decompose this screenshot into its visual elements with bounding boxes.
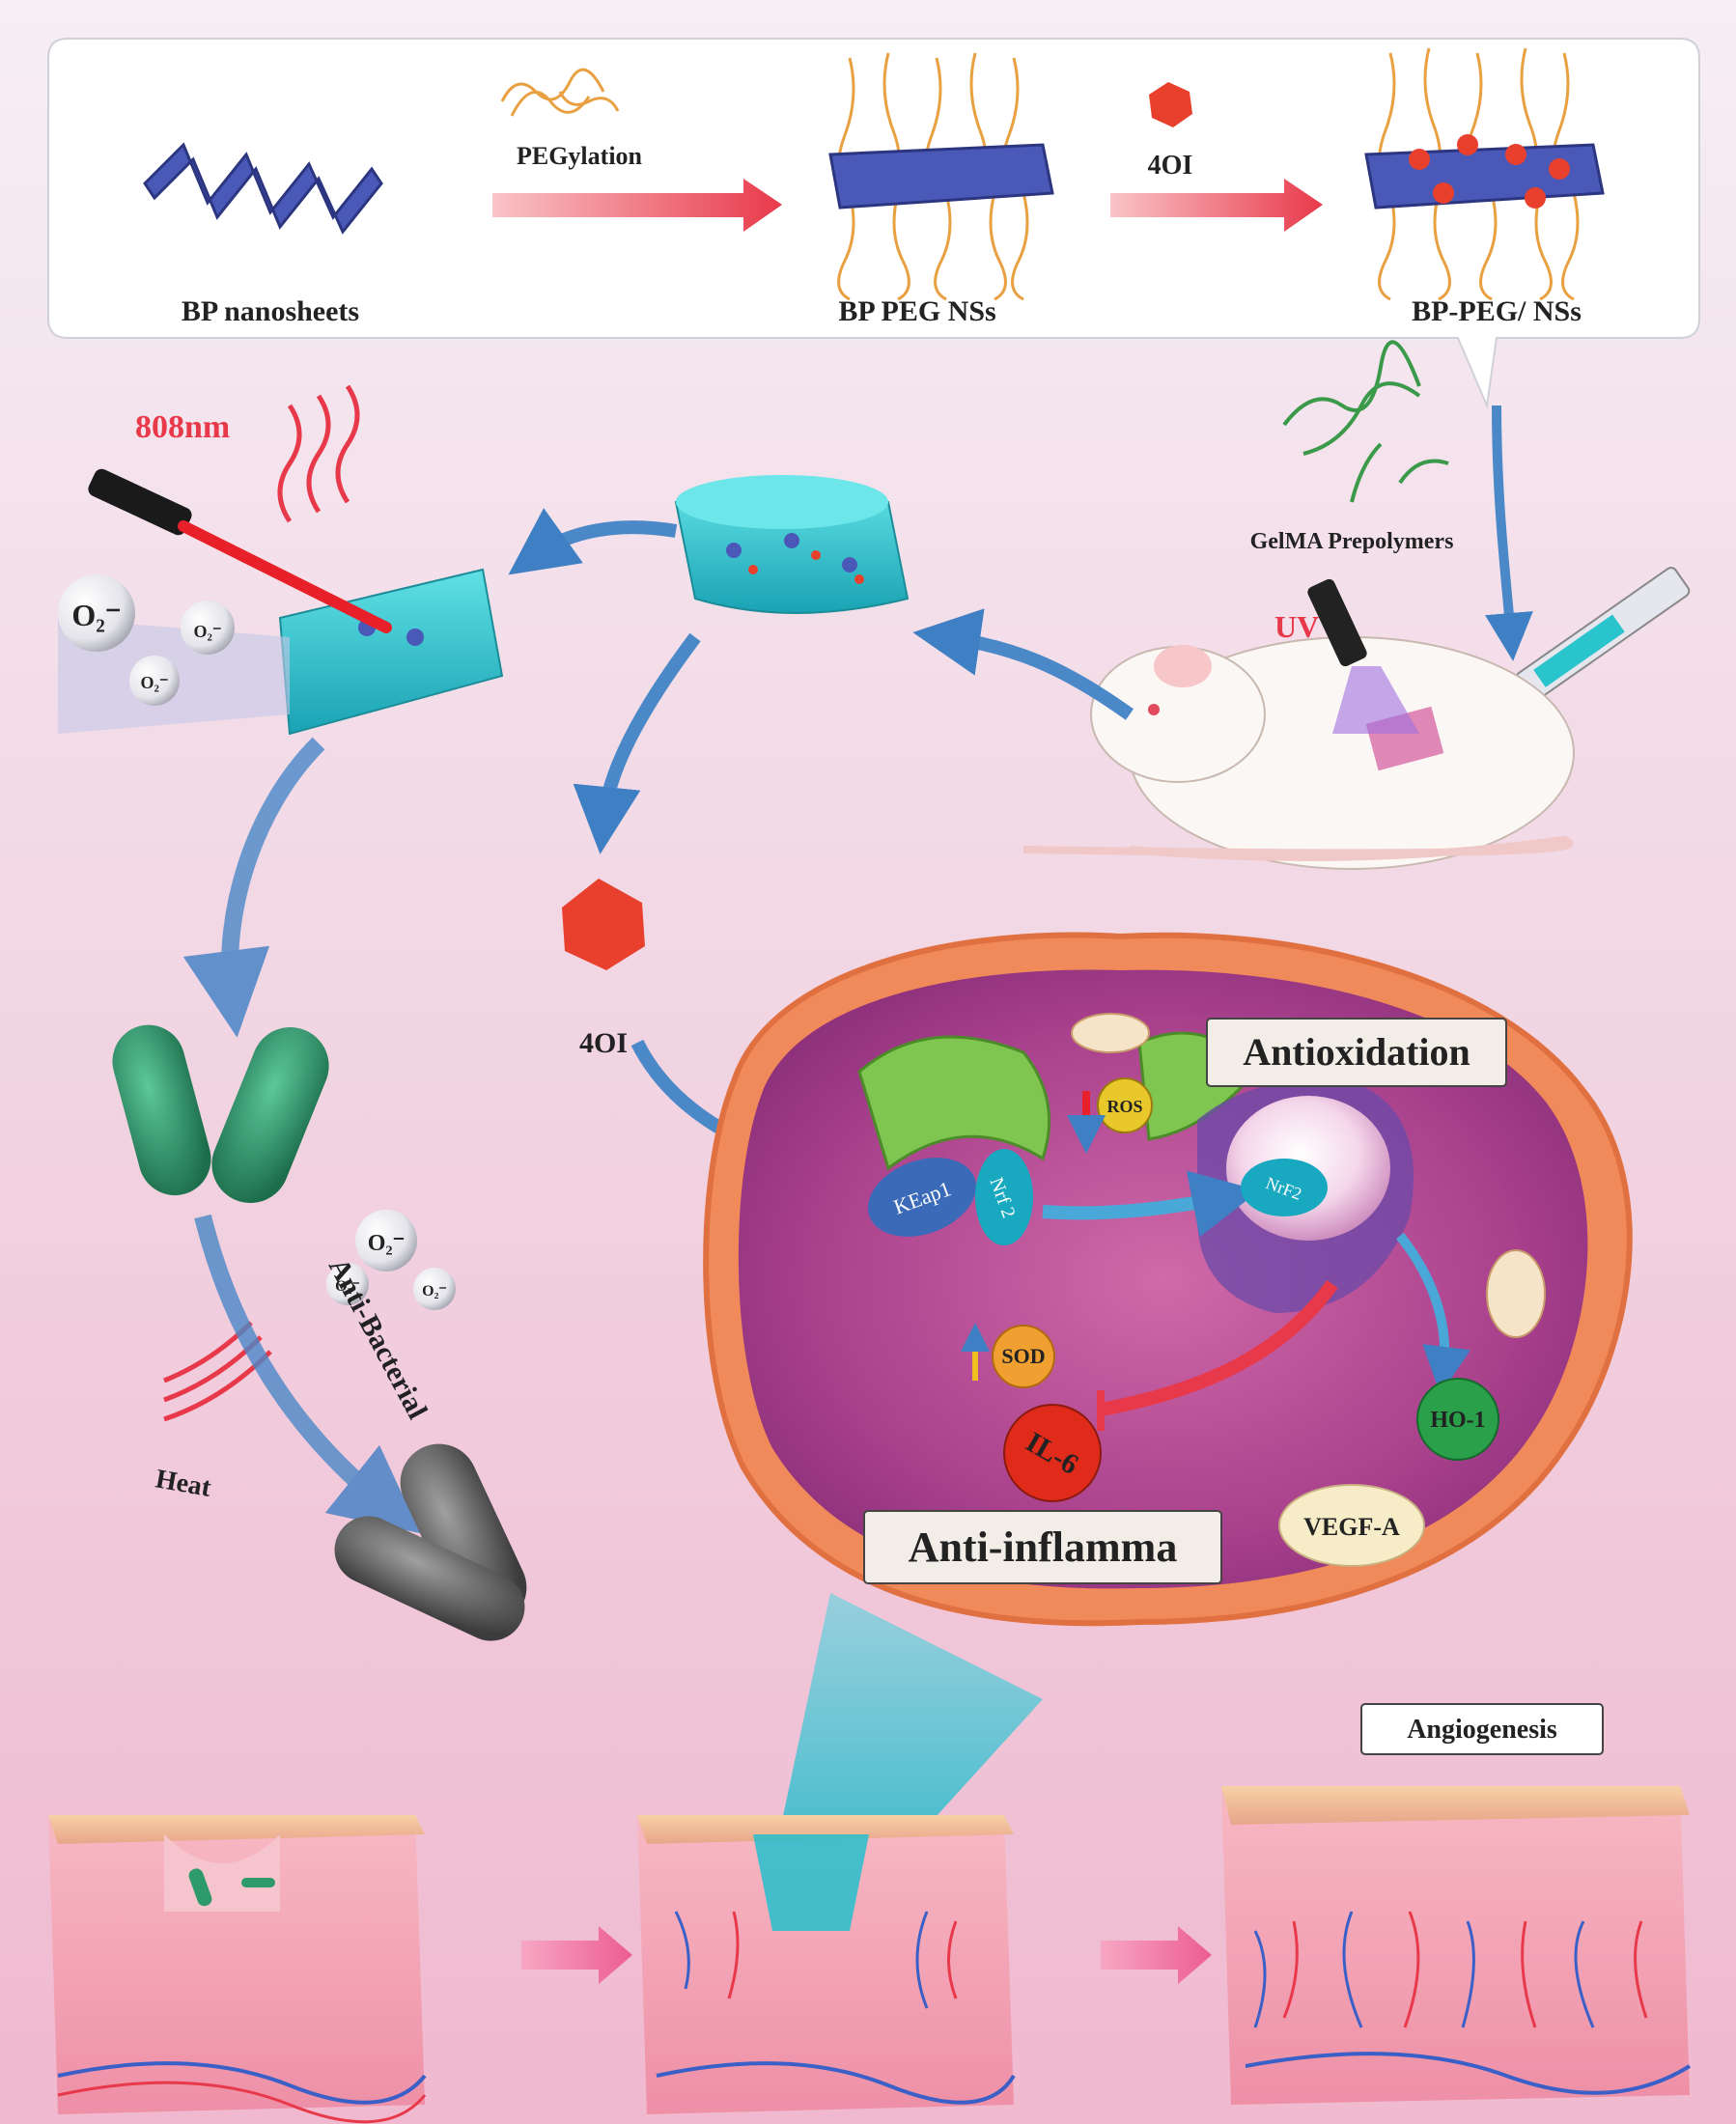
uv-label: UV bbox=[1274, 609, 1319, 644]
live-bacteria bbox=[112, 1024, 329, 1203]
vegfa-marker bbox=[1278, 1484, 1425, 1567]
nrf2-translocation-arrow bbox=[1042, 1170, 1260, 1238]
peg-chain-icon bbox=[500, 68, 620, 117]
4oi-drug-icon bbox=[1149, 82, 1192, 127]
gelma-label: GelMA Prepolymers bbox=[1250, 529, 1454, 554]
bp-peg-4oi-ns-icon bbox=[1364, 47, 1605, 301]
ros-label-6: O₂⁻ bbox=[422, 1283, 447, 1300]
il6-marker bbox=[1003, 1404, 1102, 1502]
sod-marker bbox=[992, 1325, 1055, 1388]
4oi-arrow bbox=[1110, 179, 1323, 232]
pegylation-arrow bbox=[492, 179, 782, 232]
4oi-released-icon bbox=[562, 879, 645, 970]
ros-bubble-group-1 bbox=[58, 574, 235, 706]
ros-label-3: O₂⁻ bbox=[141, 673, 169, 692]
step3-label: BP-PEG/ NSs bbox=[1412, 295, 1582, 327]
4oi-label: 4OI bbox=[579, 1027, 628, 1059]
laser-to-bacteria-arrow bbox=[182, 737, 325, 1038]
bacteria-kill-arrow bbox=[194, 1214, 421, 1534]
angiogenesis-label: Angiogenesis bbox=[1407, 1715, 1557, 1745]
skin-wound-infected bbox=[48, 1815, 427, 2124]
antioxidation-label: Antioxidation bbox=[1243, 1030, 1470, 1074]
ros-label-2: O₂⁻ bbox=[194, 622, 222, 641]
ros-label-4: O₂⁻ bbox=[368, 1231, 406, 1256]
pegylation-label: PEGylation bbox=[517, 142, 643, 170]
keap1-protein bbox=[867, 1158, 977, 1237]
skin-wound-treated bbox=[637, 1815, 1016, 2114]
ros-bubble-group-2 bbox=[326, 1210, 456, 1310]
4oi-arrow-label: 4OI bbox=[1148, 151, 1193, 181]
uv-lamp-icon bbox=[1307, 578, 1419, 734]
nrf2-nucleus-protein bbox=[1241, 1159, 1328, 1216]
bp-peg-ns-icon bbox=[828, 52, 1054, 301]
bp-nanosheet-icon bbox=[143, 142, 383, 235]
ros-marker bbox=[1097, 1077, 1153, 1133]
panel-to-syringe-arrow bbox=[1485, 405, 1533, 661]
nucleus-to-ho1-arrow bbox=[1396, 1232, 1470, 1395]
ho1-marker bbox=[1416, 1378, 1499, 1461]
ros-label-1: O₂⁻ bbox=[71, 598, 121, 632]
hydrogel-to-4oi-arrow bbox=[573, 632, 701, 854]
angiogenesis-box: Angiogenesis bbox=[1360, 1703, 1604, 1755]
dead-bacteria bbox=[334, 1443, 527, 1641]
skin-arrow-1 bbox=[521, 1926, 632, 1984]
skin-arrow-2 bbox=[1101, 1926, 1212, 1984]
nucleus-to-il6-inhibit bbox=[1099, 1279, 1338, 1416]
gelma-prepolymer-icon bbox=[1282, 340, 1449, 503]
step2-label: BP PEG NSs bbox=[838, 295, 995, 327]
vegfa-label: VEGF-A bbox=[1303, 1513, 1400, 1541]
anti-inflamma-label: Anti-inflamma bbox=[909, 1523, 1178, 1571]
hydrogel-block bbox=[674, 475, 910, 614]
synthesis-panel: BP nanosheets PEGylation BP PEG NSs 4OI bbox=[47, 38, 1700, 409]
ho1-label: HO-1 bbox=[1430, 1408, 1485, 1433]
sod-label: SOD bbox=[1001, 1344, 1045, 1368]
hydrogel-to-laser-arrow bbox=[508, 508, 678, 575]
antioxidation-box: Antioxidation bbox=[1206, 1018, 1507, 1087]
laser-pointer-icon bbox=[88, 468, 392, 633]
nrf2-protein bbox=[975, 1149, 1033, 1245]
laser-label: 808nm bbox=[135, 409, 230, 445]
skin-healed bbox=[1221, 1786, 1692, 2105]
anti-inflamma-box: Anti-inflamma bbox=[863, 1510, 1222, 1584]
cell-illustration bbox=[703, 932, 1633, 1627]
mouse-to-hydrogel-arrow bbox=[912, 608, 1134, 720]
laser-wave-icon bbox=[277, 384, 360, 523]
ros-text: ROS bbox=[1106, 1097, 1142, 1116]
ros-label-5: O₂⁻ bbox=[335, 1278, 360, 1295]
step1-label: BP nanosheets bbox=[182, 295, 359, 327]
